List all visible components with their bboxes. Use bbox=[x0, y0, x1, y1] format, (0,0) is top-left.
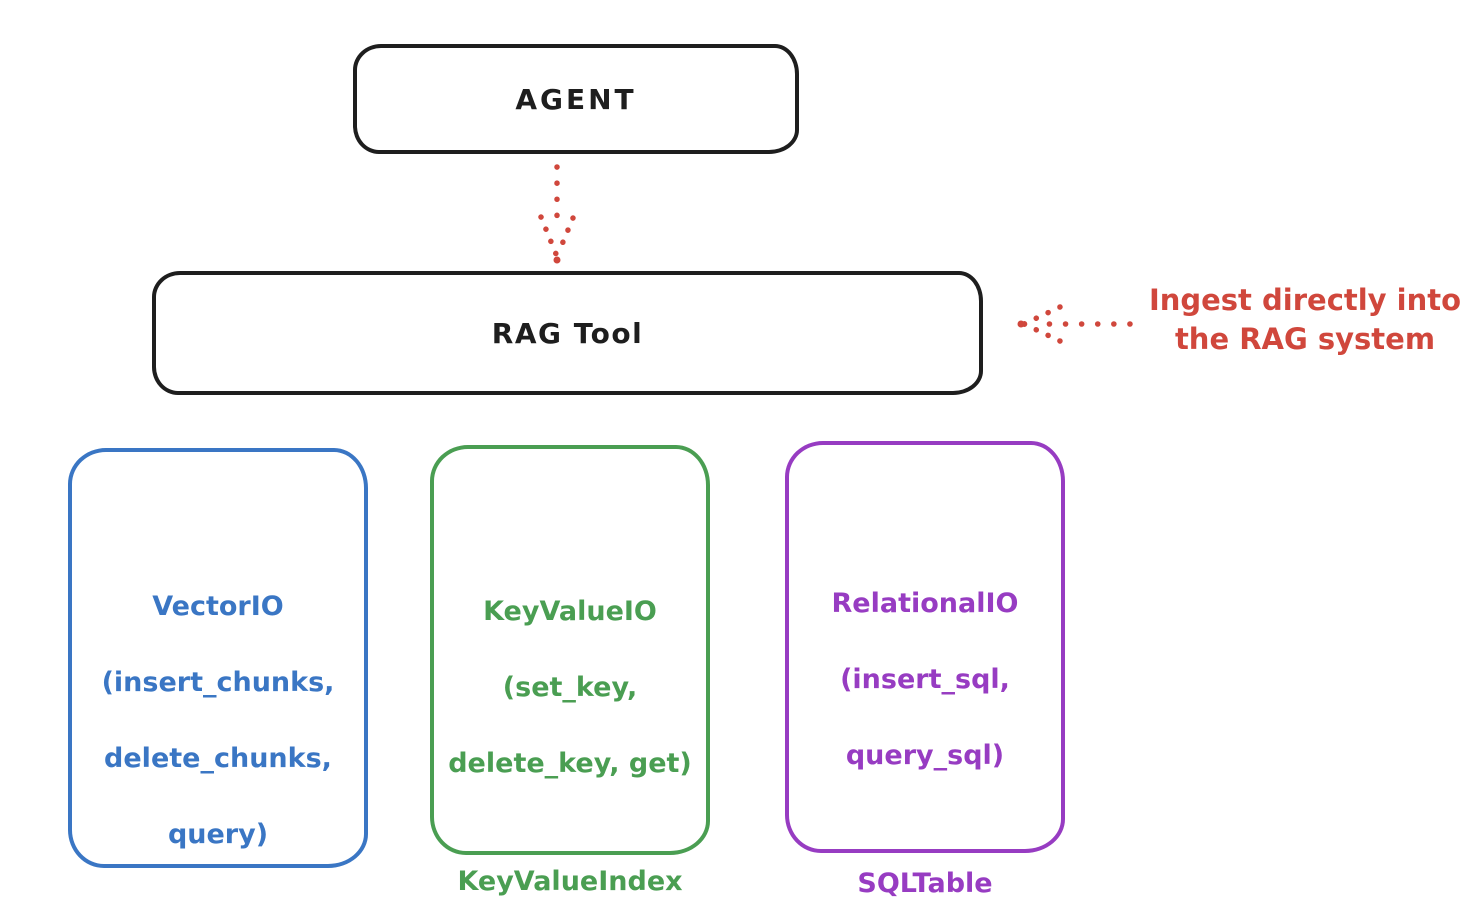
relational-io-title: RelationalIO (insert_sql, query_sql) bbox=[789, 547, 1061, 813]
arrow-down-icon bbox=[538, 164, 576, 264]
key-value-io-node: KeyValueIO (set_key, delete_key, get) Ke… bbox=[430, 445, 710, 897]
vector-io-title: VectorIO (insert_chunks, delete_chunks, … bbox=[72, 550, 364, 892]
rag-tool-node: RAG Tool bbox=[152, 271, 983, 395]
vector-io-line-3: delete_chunks, bbox=[104, 743, 332, 774]
agent-node: AGENT bbox=[353, 44, 799, 154]
ingest-annotation-line-2: the RAG system bbox=[1174, 322, 1436, 356]
vector-io-node: VectorIO (insert_chunks, delete_chunks, … bbox=[68, 448, 368, 868]
relational-io-line-1: RelationalIO bbox=[831, 588, 1019, 619]
key-value-io-line-3: delete_key, get) bbox=[448, 748, 692, 779]
ingest-annotation-line-1: Ingest directly into bbox=[1148, 283, 1462, 317]
rag-tool-label: RAG Tool bbox=[491, 316, 644, 350]
vector-io-line-2: (insert_chunks, bbox=[101, 667, 335, 698]
vector-io-line-4: query) bbox=[167, 819, 269, 850]
relational-io-node: RelationalIO (insert_sql, query_sql) SQL… bbox=[785, 441, 1065, 899]
ingest-annotation: Ingest directly into the RAG system bbox=[1130, 281, 1480, 359]
arrow-left-icon bbox=[1017, 304, 1133, 344]
agent-label: AGENT bbox=[515, 82, 637, 116]
vector-io-line-1: VectorIO bbox=[152, 591, 284, 622]
key-value-io-line-2: (set_key, bbox=[502, 672, 638, 703]
key-value-index-label: KeyValueIndex bbox=[457, 866, 683, 897]
key-value-io-line-1: KeyValueIO bbox=[483, 596, 657, 627]
sql-table-label: SQLTable bbox=[857, 868, 993, 899]
relational-io-line-3: query_sql) bbox=[845, 740, 1005, 771]
relational-io-line-2: (insert_sql, bbox=[840, 664, 1010, 695]
key-value-io-title: KeyValueIO (set_key, delete_key, get) bbox=[434, 555, 706, 821]
